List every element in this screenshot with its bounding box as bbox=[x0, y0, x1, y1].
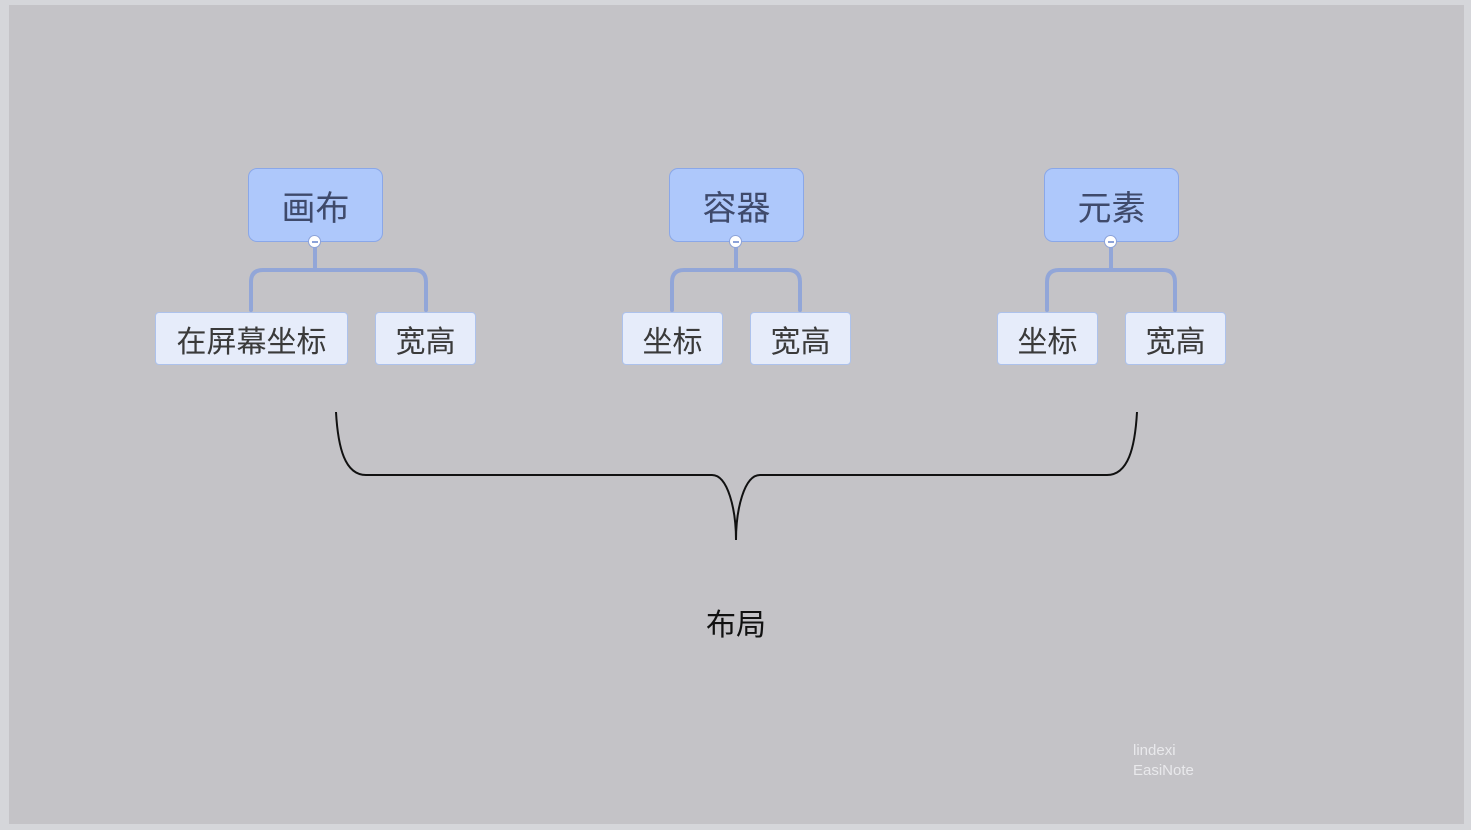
curly-brace bbox=[335, 411, 1138, 541]
node-element-size[interactable]: 宽高 bbox=[1125, 312, 1226, 365]
node-element[interactable]: 元素 bbox=[1044, 168, 1179, 242]
node-screen-coordinates[interactable]: 在屏幕坐标 bbox=[155, 312, 348, 365]
brace-caption: 布局 bbox=[706, 608, 766, 643]
node-container-size[interactable]: 宽高 bbox=[750, 312, 851, 365]
node-element-coordinates-label: 坐标 bbox=[1017, 324, 1078, 360]
node-container-coordinates-label: 坐标 bbox=[642, 324, 703, 360]
connector-element bbox=[1045, 241, 1177, 312]
node-canvas-size-label: 宽高 bbox=[395, 324, 456, 360]
node-element-label: 元素 bbox=[1077, 188, 1146, 229]
connector-container bbox=[670, 241, 802, 312]
node-element-size-label: 宽高 bbox=[1145, 324, 1206, 360]
node-container[interactable]: 容器 bbox=[669, 168, 804, 242]
slide-canvas bbox=[9, 5, 1464, 824]
node-container-label: 容器 bbox=[702, 188, 771, 229]
watermark-author: lindexi bbox=[1133, 742, 1176, 759]
watermark-app: EasiNote bbox=[1133, 762, 1194, 779]
collapse-icon[interactable] bbox=[308, 235, 321, 248]
node-container-coordinates[interactable]: 坐标 bbox=[622, 312, 723, 365]
node-canvas-label: 画布 bbox=[281, 188, 350, 229]
node-canvas[interactable]: 画布 bbox=[248, 168, 383, 242]
collapse-icon[interactable] bbox=[1104, 235, 1117, 248]
node-canvas-size[interactable]: 宽高 bbox=[375, 312, 476, 365]
watermark: lindexi EasiNote bbox=[1133, 741, 1194, 781]
node-screen-coordinates-label: 在屏幕坐标 bbox=[176, 324, 327, 360]
node-element-coordinates[interactable]: 坐标 bbox=[997, 312, 1098, 365]
collapse-icon[interactable] bbox=[729, 235, 742, 248]
connector-canvas bbox=[249, 241, 428, 312]
node-container-size-label: 宽高 bbox=[770, 324, 831, 360]
